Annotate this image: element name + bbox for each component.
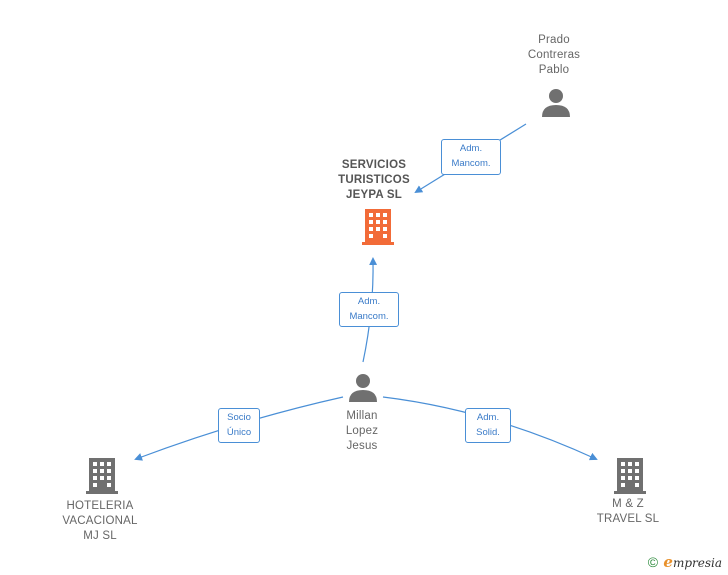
company-hoteleria-label[interactable]: HOTELERIA VACACIONAL MJ SL [62,500,138,542]
copyright-symbol: © [647,554,659,570]
person-icon-millan[interactable] [348,373,378,403]
person-prado-label[interactable]: Prado Contreras Pablo [527,34,581,76]
empresia-watermark: © empresia [648,553,722,571]
focus-company-label[interactable]: SERVICIOS TURISTICOS JEYPA SL [338,159,410,201]
person-icon-prado[interactable] [541,88,571,118]
building-icon-focus[interactable] [362,209,394,245]
edge-label-millan-mz[interactable]: Adm. Solid. [465,408,511,443]
edge-label-millan-focus[interactable]: Adm. Mancom. [339,292,399,327]
building-icon-hoteleria[interactable] [86,458,118,494]
building-icon-mz[interactable] [614,458,646,494]
edge-label-prado-focus[interactable]: Adm. Mancom. [441,139,501,175]
edge-label-millan-hoteleria[interactable]: Socio Único [218,408,260,443]
company-mz-label[interactable]: M & Z TRAVEL SL [596,498,660,525]
empresia-logo: empresia [663,553,722,571]
person-millan-label[interactable]: Millan Lopez Jesus [345,410,379,452]
